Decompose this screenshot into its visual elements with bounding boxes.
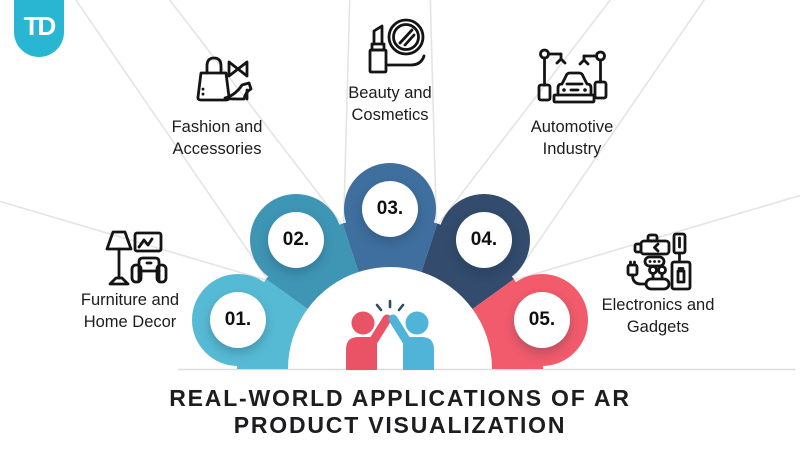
left-person-arm — [367, 314, 392, 348]
label-line: Furniture and — [80, 291, 180, 309]
right-person-arm — [388, 314, 413, 348]
step-badge-04: 04. — [456, 212, 512, 268]
furniture-home-decor-icon — [94, 219, 170, 295]
title-line-2: PRODUCT VISUALIZATION — [233, 412, 567, 438]
label-line: Accessories — [172, 139, 262, 158]
label-line: Industry — [542, 139, 602, 158]
label-beauty-cosmetics: Beauty and Cosmetics — [295, 83, 485, 127]
beauty-cosmetics-icon — [354, 8, 430, 84]
electronics-gadgets-icon — [622, 224, 698, 300]
label-line: Gadgets — [626, 317, 690, 336]
segment-02 — [266, 223, 359, 309]
label-automotive-industry: Automotive Industry — [477, 117, 667, 161]
title-line-1: REAL-WORLD APPLICATIONS OF AR — [169, 385, 631, 411]
label-electronics-gadgets: Electronics and Gadgets — [563, 295, 753, 339]
step-number: 03. — [376, 198, 404, 219]
step-badge-05: 05. — [514, 292, 570, 348]
td-logo-text: TD — [23, 11, 57, 41]
step-number: 02. — [282, 229, 310, 250]
label-line: Automotive — [530, 118, 614, 136]
td-logo: TD — [14, 0, 64, 57]
label-line: Cosmetics — [351, 105, 429, 124]
label-furniture-home-decor: Furniture and Home Decor — [35, 290, 225, 334]
high-five-people — [346, 299, 434, 370]
step-number: 05. — [528, 309, 556, 330]
step-badge-03: 03. — [362, 181, 418, 237]
fashion-accessories-icon — [184, 42, 260, 118]
page-title: REAL-WORLD APPLICATIONS OF AR PRODUCT VI… — [0, 385, 800, 439]
label-line: Beauty and — [348, 84, 432, 102]
segment-03 — [342, 216, 438, 272]
left-person-head — [351, 311, 375, 335]
step-number: 01. — [224, 309, 252, 330]
label-fashion-accessories: Fashion and Accessories — [122, 117, 312, 161]
spark-icon — [375, 299, 405, 312]
automotive-industry-icon — [534, 38, 610, 114]
light-beams — [0, 0, 800, 283]
right-person-head — [405, 311, 429, 335]
step-badge-02: 02. — [268, 212, 324, 268]
label-line: Home Decor — [83, 312, 177, 331]
step-badge-01: 01. — [210, 292, 266, 348]
label-line: Electronics and — [601, 296, 715, 314]
segment-04 — [421, 223, 514, 309]
step-number: 04. — [470, 229, 498, 250]
label-line: Fashion and — [171, 118, 263, 136]
